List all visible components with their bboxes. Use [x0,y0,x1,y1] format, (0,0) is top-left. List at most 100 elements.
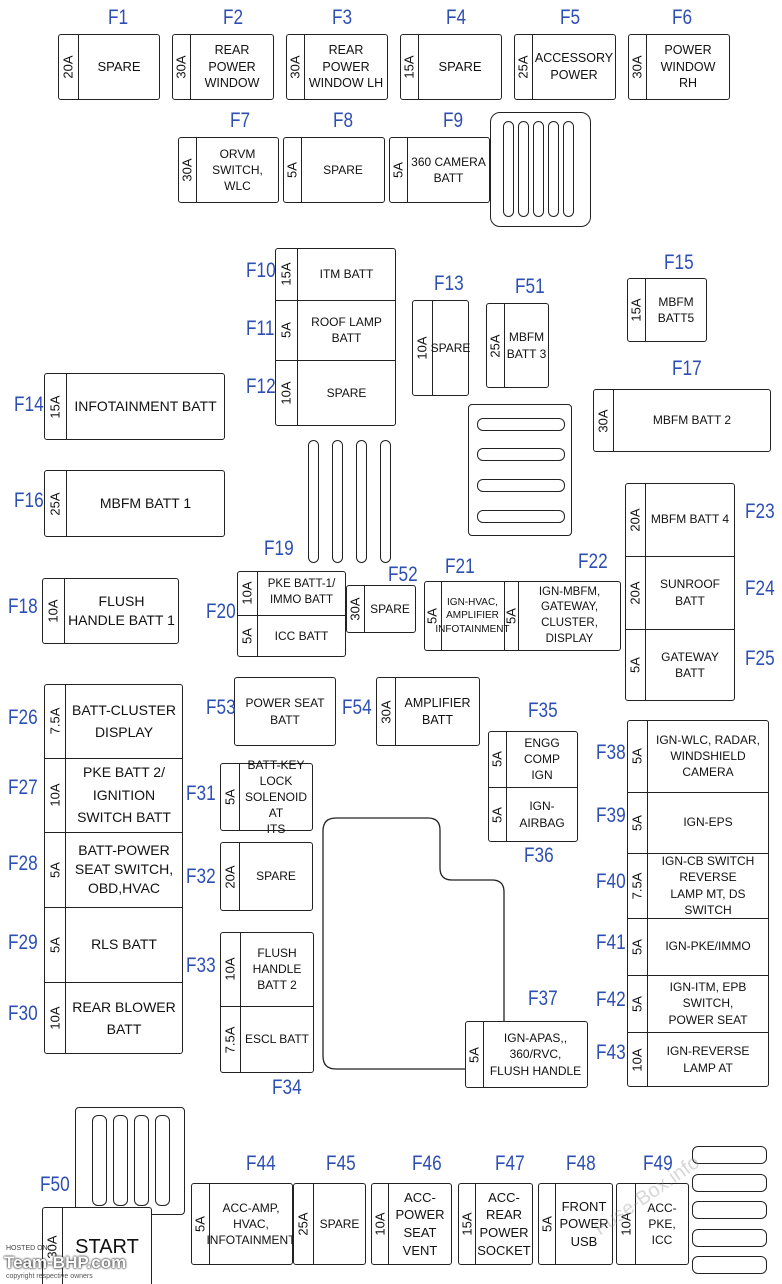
f17-label: MBFM BATT 2 [652,413,732,428]
f44-label: ACC-AMP, HVAC, INFOTAINMENT [206,1200,296,1248]
f35-id: F35 [528,699,558,722]
f44-amp: 5A [192,1216,208,1232]
f6-id: F6 [672,6,693,29]
f1-amp: 20A [60,55,76,79]
f21-id: F21 [445,555,475,578]
hosted-on-text: HOSTED ON : [6,1245,52,1252]
f38-id: F38 [596,741,626,764]
f53-label: POWER SEAT BATT [245,696,325,727]
f3-id: F3 [332,6,353,29]
f1-label: SPARE [97,59,141,75]
f16-id: F16 [14,489,44,512]
f36-separator [488,787,578,788]
f37-amp: 5A [466,1046,482,1063]
f21-amp-divider [441,581,442,651]
f51-fuse [486,303,549,388]
f39-label: IGN-EPS [683,815,733,830]
f23-label: MBFM BATT 4 [650,512,730,527]
f45-label: SPARE [319,1216,360,1231]
f36-id: F36 [524,844,554,867]
f48-fuse [538,1183,613,1265]
f43-id: F43 [596,1041,626,1064]
f50-id: F50 [40,1173,70,1196]
f14-fuse [44,373,225,440]
f32-id: F32 [186,865,216,888]
f46-amp: 10A [372,1212,387,1236]
f26-amp: 7.5A [47,707,62,735]
bottom-right-slot-1 [692,1146,767,1164]
f11-id: F11 [246,317,275,340]
f3-divider [304,34,305,100]
relay-bottom-slot-3 [134,1115,149,1206]
bottom-right-slot-2 [692,1174,767,1192]
f15-fuse [627,278,707,342]
f3-amp: 30A [287,55,303,79]
f6-amp: 30A [629,55,645,79]
relay-center-slot-2 [477,448,565,461]
fuse-group-f33-f34-divider [240,932,241,1073]
f49-divider [635,1183,636,1265]
f7-amp: 30A [179,158,195,182]
f24-amp: 20A [627,580,643,605]
f52-divider [364,585,365,633]
f4-divider [418,34,419,100]
f47-id: F47 [495,1152,525,1175]
f18-amp: 10A [45,599,61,623]
relay-center-slot-3 [477,479,565,492]
blade-slot-3 [356,440,367,563]
f29-id: F29 [8,931,38,954]
f16-label: MBFM BATT 1 [99,495,192,512]
f31-amp: 5A [222,789,237,805]
fuse-group-f38-f43 [627,720,769,1087]
f40-amp: 7.5A [629,872,645,899]
f11-label: ROOF LAMP BATT [311,314,382,345]
f39-amp: 5A [629,814,645,831]
f30-id: F30 [8,1002,38,1025]
f42-amp: 5A [629,995,645,1012]
f50-fuse [42,1207,152,1284]
f40-separator [627,853,769,854]
f18-divider [64,578,65,644]
f21-f22-divider [504,581,505,651]
f20-label: ICC BATT [274,628,329,643]
f38-amp: 5A [629,748,645,764]
f4-fuse [400,34,502,100]
f46-id: F46 [412,1152,442,1175]
f29-amp: 5A [47,936,62,953]
fuse-group-f38-f43-divider [647,720,648,1087]
f16-divider [66,470,67,537]
f53-id: F53 [206,696,236,719]
f24-separator [625,556,735,557]
f6-label: POWER WINDOW RH [660,42,716,91]
f54-fuse [376,677,480,746]
f39-separator [627,792,769,793]
f8-divider [301,137,302,203]
f30-label: REAR BLOWER BATT [72,998,176,1037]
f15-divider [645,278,646,342]
f38-label: IGN-WLC, RADAR, WINDSHIELD CAMERA [655,732,760,780]
f51-amp: 25A [487,333,503,358]
f33-id: F33 [186,954,216,977]
f4-label: SPARE [438,59,482,75]
fuse-group-f33-f34 [220,932,314,1073]
f41-separator [627,918,769,919]
f47-divider [475,1183,476,1265]
f16-amp: 25A [47,491,63,516]
f43-amp: 10A [629,1047,645,1072]
f39-id: F39 [596,804,626,827]
f8-label: SPARE [323,162,363,177]
f15-id: F15 [664,251,694,274]
f18-id: F18 [8,595,38,618]
f29-separator [44,907,183,908]
f25-label: GATEWAY BATT [661,649,719,680]
f31-fuse [220,763,313,831]
f10-label: ITM BATT [319,266,374,281]
f2-label: REAR POWER WINDOW [204,42,260,91]
f46-divider [388,1183,389,1265]
f5-amp: 25A [515,55,531,79]
f3-label: REAR POWER WINDOW LH [308,42,384,91]
f44-divider [209,1183,210,1265]
f25-separator [625,629,735,630]
team-bhp-logo: Team-BHP.com [4,1253,127,1272]
f54-label: AMPLIFIER BATT [404,695,471,727]
